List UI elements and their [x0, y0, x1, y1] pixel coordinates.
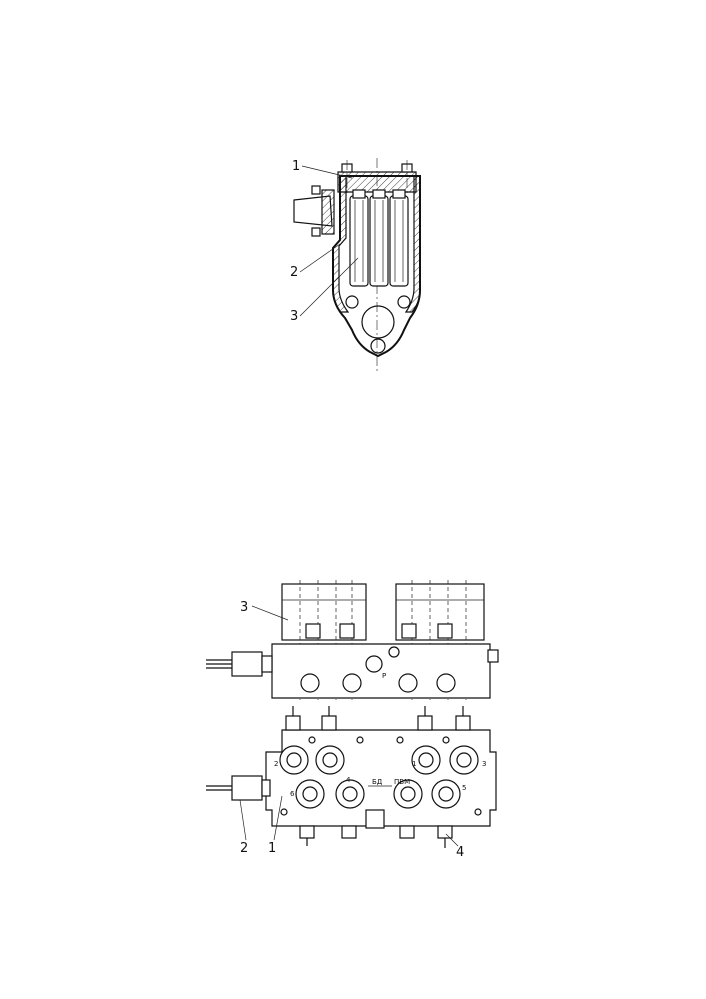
port-label-5: 5 [462, 784, 466, 792]
mount-hole [370, 338, 386, 354]
boss-right [397, 295, 411, 309]
port-label-4: 4 [346, 776, 351, 784]
connector-flange [321, 189, 335, 235]
port-label-3: 3 [482, 760, 486, 768]
plan-view: 2 4 1 3 6 5 БД ПВМ 2 1 4 [206, 706, 497, 860]
front-elevation: P 3 [206, 580, 499, 700]
flange-bolt-top [311, 185, 321, 195]
pressure-sensor-front [231, 651, 263, 677]
lower-fittings [299, 809, 453, 848]
solenoid-coils [349, 189, 409, 287]
port-label-6: 6 [290, 790, 295, 798]
mark-pvm: ПВМ [394, 778, 410, 786]
callout-1-bottom: 1 [268, 841, 276, 856]
port-label-1: 1 [412, 760, 416, 768]
callout-1-top: 1 [292, 159, 300, 174]
flange-bolt-bottom [311, 227, 321, 237]
boss-left [345, 295, 359, 309]
callout-2-bottom: 2 [240, 841, 248, 856]
callout-4-bottom: 4 [456, 845, 464, 860]
callout-2-top: 2 [290, 265, 298, 280]
section-view: 1 2 3 [290, 158, 421, 372]
housing-wall-right [404, 175, 421, 313]
port-label-p: P [382, 672, 386, 680]
callout-3-top: 3 [290, 309, 298, 324]
pressure-sensor-plan [231, 775, 263, 801]
valve-body [271, 643, 491, 699]
upper-fittings [285, 706, 471, 731]
callout-3-bottom: 3 [240, 600, 248, 615]
housing-wall-left [332, 175, 350, 313]
base-bore [361, 305, 395, 339]
mark-bd: БД [372, 778, 383, 786]
port-label-2: 2 [274, 760, 278, 768]
port-p-fitting [365, 655, 383, 673]
